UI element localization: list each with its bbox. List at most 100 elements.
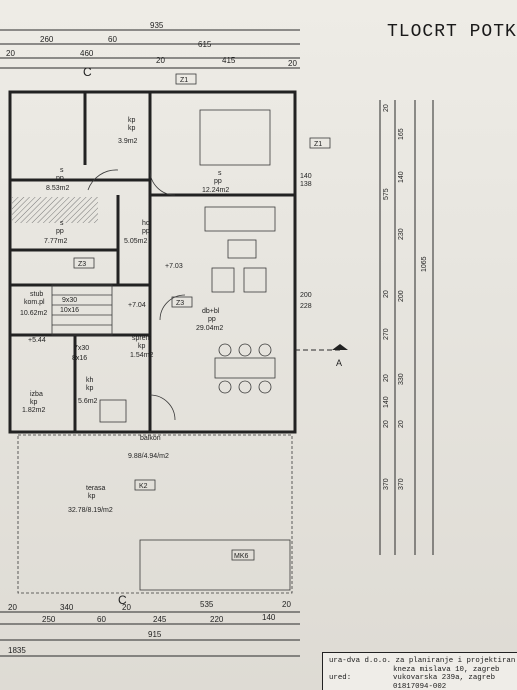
sheet-title: TLOCRT POTK	[387, 22, 517, 42]
level-markers: +7.03 +7.04 +5.44	[28, 263, 183, 344]
tag-c-top: C	[83, 65, 92, 79]
section-marker: A	[295, 344, 348, 368]
tag-mk6: MK6	[234, 553, 249, 560]
rdim-3: 575	[383, 188, 390, 200]
dim-top-5: 20	[6, 49, 15, 58]
room-2-name: s	[218, 170, 222, 177]
room-6-name: db+bl	[202, 308, 220, 315]
rdim-7: 270	[383, 328, 390, 340]
win-dim-2: 138	[300, 181, 312, 188]
stair-2: 10x16	[60, 307, 79, 314]
tag-z1-top: Z1	[180, 77, 188, 84]
rdim-9: 140	[383, 396, 390, 408]
title-block: ura-dva d.o.o. za planiranje i projektir…	[322, 652, 517, 690]
dim-bot-9: 220	[210, 615, 224, 624]
tag-k2: K2	[139, 483, 148, 490]
level-3: +5.44	[28, 337, 46, 344]
dim-top-1: 935	[150, 21, 164, 30]
tag-z3-left: Z3	[78, 261, 86, 268]
room-2-sub: pp	[214, 178, 222, 185]
dim-bot-7: 60	[97, 615, 106, 624]
terrace-outline	[17, 434, 293, 594]
room-3-area: 8.53m2	[46, 185, 69, 192]
room-labels: kp kp 3.9m2 s pp 12.24m2 s pp 8.53m2 s p…	[20, 117, 229, 514]
rdim-2: 140	[398, 171, 405, 183]
rdim-14: 20	[383, 374, 390, 382]
room-8-area: 1.54m2	[130, 352, 153, 359]
stair-3: 7x30	[74, 345, 89, 352]
room-6-area: 29.04m2	[196, 325, 223, 332]
room-3-sub: pp	[56, 175, 64, 182]
room-9-area: 5.6m2	[78, 398, 98, 405]
dim-top-8: 415	[222, 56, 236, 65]
room-1-sub: kp	[128, 125, 136, 132]
room-2-area: 12.24m2	[202, 187, 229, 194]
rdim-1: 165	[398, 128, 405, 140]
room-10-area: 1.82m2	[22, 407, 45, 414]
walls	[8, 90, 297, 434]
plan-tags: Z1 Z1 Z3 Z3 K2 MK6 C C	[73, 65, 331, 607]
bottom-dimension-lines: 20 340 20 535 20 250 60 245 220 140 915 …	[0, 600, 300, 657]
dim-bot-2: 340	[60, 603, 74, 612]
rdim-6: 200	[398, 290, 405, 302]
room-4-name: s	[60, 220, 64, 227]
level-1: +7.03	[165, 263, 183, 270]
room-12-area: 32.78/8.19/m2	[68, 507, 113, 514]
rdim-5: 1065	[421, 256, 428, 272]
rdim-10: 370	[383, 478, 390, 490]
win-dim-1: 140	[300, 173, 312, 180]
room-5-area: 5.05m2	[124, 238, 147, 245]
room-7-name: stub	[30, 291, 43, 298]
room-5-sub: pp	[142, 228, 150, 235]
dim-bot-6: 250	[42, 615, 56, 624]
room-10-name: izba	[30, 391, 43, 398]
dim-top-9: 20	[288, 59, 297, 68]
stair-notes: 9x30 10x16 7x30 8x16	[60, 297, 89, 362]
dim-top-6: 460	[80, 49, 94, 58]
rdim-12: 20	[383, 104, 390, 112]
room-10-sub: kp	[30, 399, 38, 406]
rdim-8: 330	[398, 373, 405, 385]
opening-dims: 140 138 200 228	[300, 173, 312, 310]
dim-bot-11: 915	[148, 630, 162, 639]
tag-c-bottom: C	[118, 593, 127, 607]
top-dimension-lines: 935 260 60 615 20 460 20 415 20	[0, 21, 300, 69]
room-1-area: 3.9m2	[118, 138, 138, 145]
tag-z3-mid: Z3	[176, 300, 184, 307]
dim-bot-12: 1835	[8, 646, 26, 655]
room-1-name: kp	[128, 117, 136, 124]
right-dim-labels: 165 140 575 230 1065 200 270 330 140 370…	[383, 104, 428, 490]
rdim-13: 20	[383, 290, 390, 298]
room-12-name: terasa	[86, 485, 106, 492]
stair-1: 9x30	[62, 297, 77, 304]
dim-top-2: 260	[40, 35, 54, 44]
title-block-label: ured:	[329, 674, 352, 682]
stair-4: 8x16	[72, 355, 87, 362]
title-block-line3: vukovarska 239a, zagreb	[393, 674, 496, 682]
room-7-area: 10.62m2	[20, 310, 47, 317]
room-4-sub: pp	[56, 228, 64, 235]
right-dimension-lines	[379, 100, 434, 555]
room-9-sub: kp	[86, 385, 94, 392]
room-6-sub: pp	[208, 316, 216, 323]
room-8-sub: kp	[138, 343, 146, 350]
dim-bot-10: 140	[262, 613, 276, 622]
rdim-4: 230	[398, 228, 405, 240]
room-7-sub: kom.pl	[24, 299, 45, 306]
dim-bot-1: 20	[8, 603, 17, 612]
rdim-16: 20	[398, 420, 405, 428]
win-dim-3: 200	[300, 292, 312, 299]
room-5-name: ho	[142, 220, 150, 227]
dim-bot-5: 20	[282, 600, 291, 609]
dim-bot-8: 245	[153, 615, 167, 624]
title-block-line4: 01817094-002	[393, 683, 447, 690]
title-block-line1: ura-dva d.o.o. za planiranje i projektir…	[329, 657, 516, 665]
dim-top-7: 20	[156, 56, 165, 65]
section-label-a: A	[336, 358, 342, 368]
room-11-name: balkon	[140, 435, 161, 442]
room-11-area: 9.88/4.94/m2	[128, 453, 169, 460]
dim-bot-3: 20	[122, 603, 131, 612]
title-block-line2: kneza mislava 10, zagreb	[393, 666, 500, 674]
